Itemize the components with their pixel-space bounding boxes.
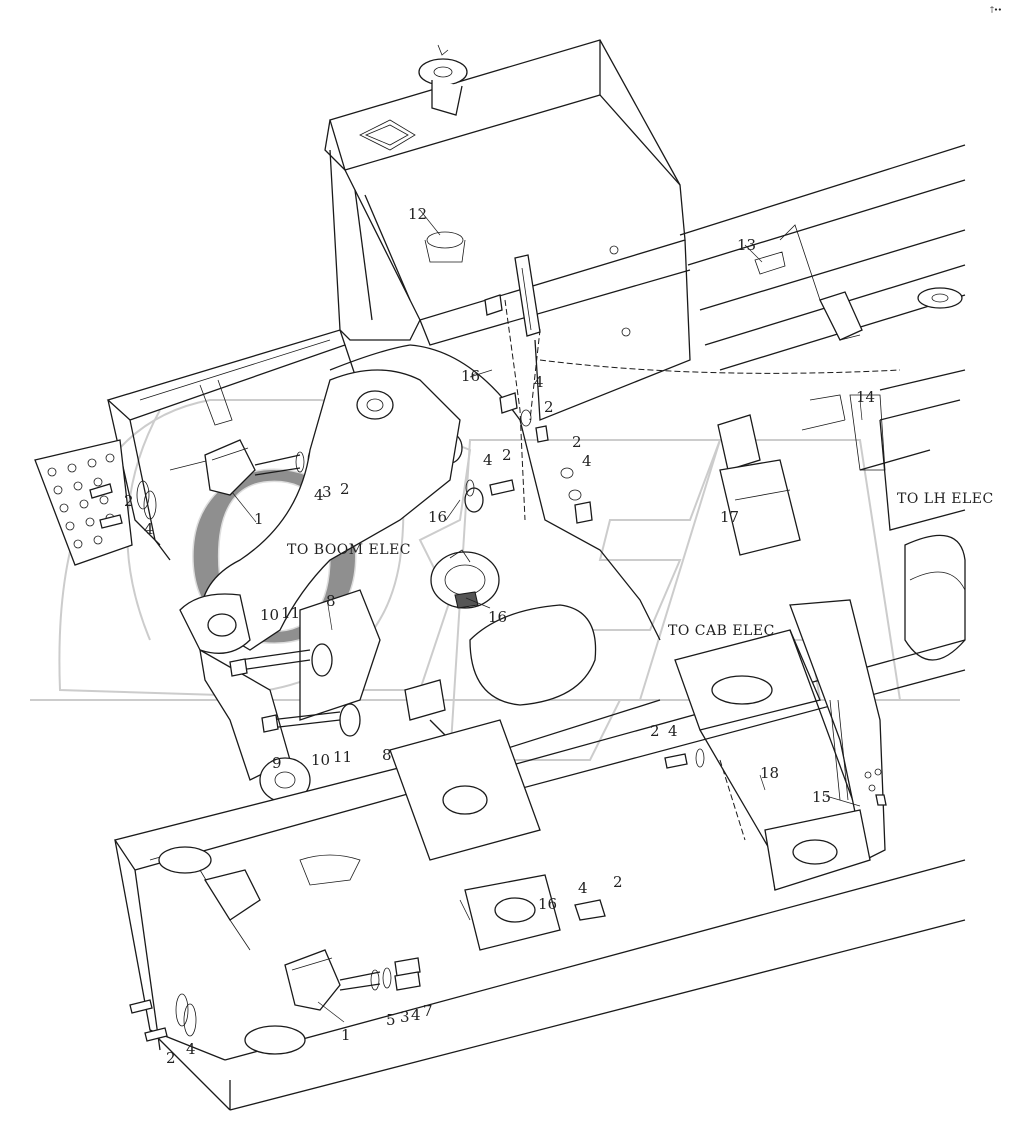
callout-10-lower: 10 (311, 751, 330, 769)
callout-11-upper: 11 (281, 604, 300, 622)
callout-2-a: 2 (544, 398, 554, 416)
callout-2-g: 2 (613, 873, 623, 891)
callout-12: 12 (408, 205, 427, 223)
note-to-cab-elec: TO CAB ELEC (668, 623, 775, 639)
right-frame (539, 144, 966, 661)
callout-13: 13 (737, 236, 756, 254)
callout-4-f: 4 (668, 722, 678, 740)
callout-16-top: 16 (461, 367, 480, 385)
mid-fasteners (465, 294, 846, 556)
callout-2-h: 2 (166, 1049, 176, 1067)
callout-9: 9 (272, 754, 282, 772)
callouts: 12 13 14 15 16 16 16 16 16 17 18 1 1 2 2… (124, 205, 875, 1067)
callout-17: 17 (720, 508, 739, 526)
callout-1-upper: 1 (254, 510, 264, 528)
upper-tank (324, 39, 691, 521)
left-frame-lower (113, 639, 966, 1111)
callout-2-f: 2 (650, 722, 660, 740)
callout-4-a: 4 (534, 373, 544, 391)
center-plate (179, 344, 661, 803)
callout-10-upper: 10 (260, 606, 279, 624)
callout-2-d: 2 (340, 480, 350, 498)
note-to-boom-elec: TO BOOM ELEC (287, 542, 411, 558)
callout-16-bottom: 16 (538, 895, 557, 913)
callout-3-upper: 3 (322, 483, 332, 501)
callout-4-e: 4 (144, 520, 154, 538)
callout-2-e: 2 (124, 492, 134, 510)
callout-8-upper: 8 (326, 592, 336, 610)
callout-4-d: 4 (314, 486, 324, 504)
callout-18: 18 (760, 764, 779, 782)
right-lower-box (664, 599, 887, 891)
callout-2-c: 2 (502, 446, 512, 464)
callout-16-lower: 16 (488, 608, 507, 626)
callout-4-lower-stack: 4 (411, 1006, 421, 1024)
callout-16-mid: 16 (428, 508, 447, 526)
callout-4-b: 4 (582, 452, 592, 470)
callout-15: 15 (812, 788, 831, 806)
callout-14: 14 (856, 388, 875, 406)
callout-7: 7 (423, 1002, 433, 1020)
callout-3-lower: 3 (400, 1008, 410, 1026)
note-to-lh-elec: TO LH ELEC (897, 491, 994, 507)
callout-4-g: 4 (578, 879, 588, 897)
callout-4-c: 4 (483, 451, 493, 469)
callout-8-lower: 8 (382, 746, 392, 764)
callout-1-lower: 1 (341, 1026, 351, 1044)
corner-mark: †∙∙ (990, 5, 1002, 14)
callout-5-lower: 5 (386, 1011, 396, 1029)
callout-11-lower: 11 (333, 748, 352, 766)
callout-4-h: 4 (186, 1040, 196, 1058)
callout-2-b: 2 (572, 433, 582, 451)
leader-lines (231, 209, 863, 1023)
